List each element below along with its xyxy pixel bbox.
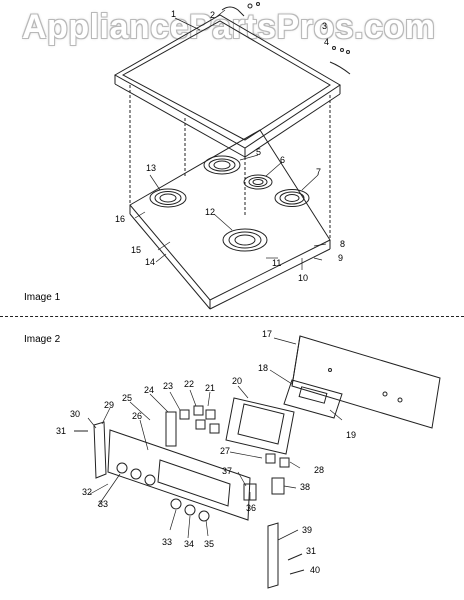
callout-5: 5 <box>256 147 262 157</box>
side-trim-left <box>93 421 107 479</box>
watermark-logo: AppliancePartsPros.com <box>22 8 436 46</box>
assembly-lines <box>129 85 331 240</box>
callout-39: 39 <box>302 525 313 535</box>
callout-23: 23 <box>163 381 174 391</box>
callout-2: 2 <box>210 10 216 20</box>
callout-35: 35 <box>204 539 215 549</box>
callout-13: 13 <box>146 163 157 173</box>
callout-32: 32 <box>82 487 93 497</box>
callout-34: 34 <box>184 539 195 549</box>
surface-element-7 <box>274 189 310 207</box>
callout-12: 12 <box>205 207 216 217</box>
callout-7: 7 <box>316 167 322 177</box>
surface-element-12 <box>222 228 268 252</box>
callout-31-left: 31 <box>56 426 67 436</box>
surface-element-13 <box>149 188 187 208</box>
callout-15: 15 <box>131 245 142 255</box>
callout-20: 20 <box>232 376 243 386</box>
image1-leader-lines <box>134 9 327 270</box>
callout-36: 36 <box>246 503 257 513</box>
callout-33-bottom: 33 <box>162 537 173 547</box>
callout-31-right: 31 <box>306 546 317 556</box>
side-trim-right <box>267 522 279 589</box>
callout-33-left: 33 <box>98 499 109 509</box>
image1-drawing <box>113 2 351 310</box>
callout-19: 19 <box>346 430 357 440</box>
callout-1: 1 <box>171 9 177 19</box>
screws <box>74 430 305 575</box>
callout-10: 10 <box>298 273 309 283</box>
burner-box <box>129 129 331 310</box>
callout-26: 26 <box>132 411 143 421</box>
cooktop-glass <box>113 14 341 158</box>
callout-38: 38 <box>300 482 311 492</box>
callout-37: 37 <box>222 466 233 476</box>
callout-16: 16 <box>115 214 126 224</box>
callout-3: 3 <box>322 21 328 31</box>
surface-element-5 <box>203 155 241 175</box>
callout-14: 14 <box>145 257 156 267</box>
callout-17: 17 <box>262 329 273 339</box>
callout-40: 40 <box>310 565 321 575</box>
rear-panel <box>291 335 441 429</box>
callout-18: 18 <box>258 363 269 373</box>
callout-24: 24 <box>144 385 155 395</box>
callout-21: 21 <box>205 383 216 393</box>
callout-4: 4 <box>324 37 330 47</box>
callout-27: 27 <box>220 446 231 456</box>
end-bracket-left <box>165 411 177 447</box>
callout-29: 29 <box>104 400 115 410</box>
control-panel <box>107 429 251 522</box>
callout-9: 9 <box>338 253 344 263</box>
image2-leader-lines <box>87 337 343 541</box>
callout-25: 25 <box>122 393 133 403</box>
callout-6: 6 <box>280 155 286 165</box>
callout-28: 28 <box>314 465 325 475</box>
small-brackets <box>243 477 285 501</box>
infinite-switches <box>179 405 290 468</box>
callout-30: 30 <box>70 409 81 419</box>
control-module <box>283 379 343 419</box>
image1-label: Image 1 <box>24 292 61 303</box>
surface-element-6 <box>243 174 273 190</box>
callout-8: 8 <box>340 239 346 249</box>
callout-22: 22 <box>184 379 195 389</box>
section-divider <box>0 316 464 317</box>
trim-hardware <box>221 2 351 75</box>
display-bracket <box>225 397 295 455</box>
image2-label: Image 2 <box>24 334 61 345</box>
callout-11: 11 <box>272 258 282 268</box>
